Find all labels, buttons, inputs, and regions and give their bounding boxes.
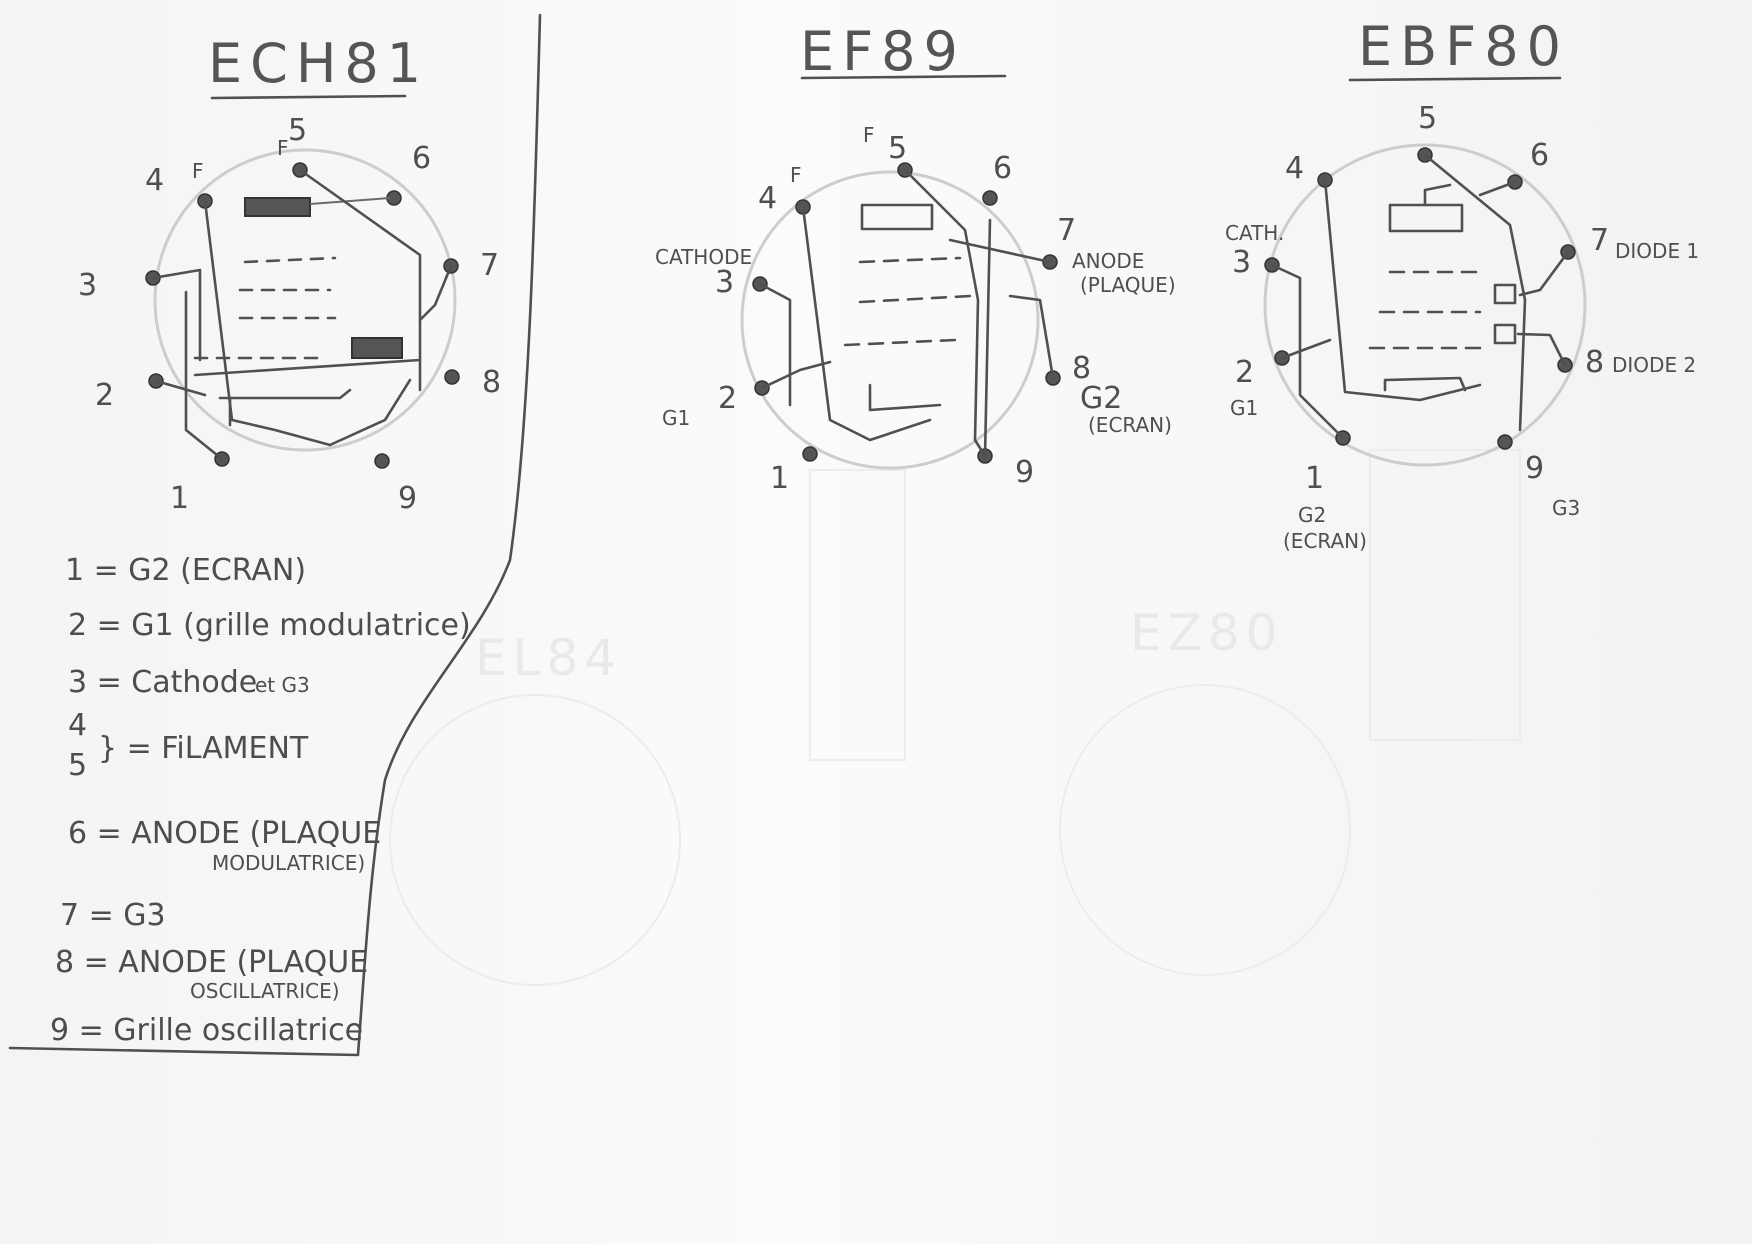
legend-pin-7: 7 = G3 [60,898,166,933]
ebf80-tube: EBF80 1 G2 (ECRAN) 2 G1 3 CATH. 4 5 6 7 … [1225,15,1699,553]
legend-pin-1: 1 = G2 (ECRAN) [65,553,306,588]
ebf80-pin-5: 5 [1418,101,1437,136]
ebf80-base-ring [1263,143,1587,467]
ef89-tube: EF89 1 2 G1 3 CATHODE 4 F F 5 6 7 ANODE … [655,20,1176,496]
ef89-g2: G2 [1080,381,1122,416]
bleed-through: EL84 EZ80 [389,449,1521,986]
ef89-title: EF89 [800,20,966,83]
legend-filament: } = FiLAMENT [98,731,309,766]
ef89-pin-1: 1 [770,461,789,496]
legend-pin-3: 3 = Cathode [68,665,257,700]
ech81-base-ring [153,148,457,452]
ech81-pin-4: 4 [145,163,164,198]
ebf80-pin-8: 8 [1585,345,1604,380]
ef89-pin-4-f: F [790,163,802,187]
legend-pin-9: 9 = Grille oscillatrice [50,1013,363,1048]
ebf80-g1: G1 [1230,396,1258,420]
legend-pin-8: 8 = ANODE (PLAQUE [55,945,368,980]
ech81-tube: ECH81 1 2 3 4 F F 5 6 7 8 9 [50,32,501,1048]
ebf80-pin-9: 9 [1525,451,1544,486]
ebf80-pin-7: 7 [1590,223,1609,258]
ef89-pin-4: 4 [758,181,777,216]
ef89-pin-9: 9 [1015,455,1034,490]
ef89-title-underline [800,74,1007,80]
ebf80-ecran: (ECRAN) [1283,529,1367,553]
ef89-ecran: (ECRAN) [1088,413,1172,437]
ef89-electrodes [758,168,1055,458]
ech81-pin-5: 5 [288,113,307,148]
ef89-pin-8: 8 [1072,351,1091,386]
legend-pin-6-cont: MODULATRICE) [212,851,365,875]
ebf80-title-underline [1348,76,1562,82]
ghost-el84: EL84 [475,629,622,687]
section-border [8,13,542,1057]
ebf80-cath: CATH. [1225,221,1284,245]
ebf80-diode-1: DIODE 1 [1615,239,1699,263]
ech81-electrodes [151,168,453,461]
legend-pin-4: 4 [68,708,87,743]
legend-pin-5: 5 [68,748,87,783]
ef89-g1: G1 [662,406,690,430]
ebf80-title: EBF80 [1358,15,1569,78]
ef89-base-ring [740,170,1040,470]
ech81-pin-7: 7 [480,248,499,283]
ef89-plaque: (PLAQUE) [1080,273,1176,297]
ebf80-pin-6: 6 [1530,138,1549,173]
legend-pin-2: 2 = G1 (grille modulatrice) [68,608,471,643]
ech81-pin-9: 9 [398,481,417,516]
ebf80-electrodes [1270,153,1570,440]
ebf80-pin-3: 3 [1232,245,1251,280]
ef89-pin-7: 7 [1057,213,1076,248]
ebf80-pin-1: 1 [1305,461,1324,496]
ebf80-pin-2: 2 [1235,355,1254,390]
ef89-anode: ANODE [1072,249,1144,273]
ebf80-g3: G3 [1552,496,1580,520]
ech81-pin-4-f: F [192,159,204,183]
ebf80-pin-4: 4 [1285,151,1304,186]
ech81-title: ECH81 [208,32,429,95]
ghost-ez80: EZ80 [1130,604,1283,662]
ech81-pin-8: 8 [482,365,501,400]
ef89-cathode: CATHODE [655,245,752,269]
ef89-pin-2: 2 [718,381,737,416]
legend-pin-6: 6 = ANODE (PLAQUE [68,816,381,851]
ef89-pin-6: 6 [993,151,1012,186]
ech81-pin-5-f: F [277,136,289,160]
ech81-pin-3: 3 [78,268,97,303]
ech81-pin-2: 2 [95,378,114,413]
ech81-pin-6: 6 [412,141,431,176]
ebf80-g2: G2 [1298,503,1326,527]
legend-pin-8-cont: OSCILLATRICE) [190,979,340,1003]
ef89-pin-5: 5 [888,131,907,166]
ech81-title-underline [210,94,407,100]
ech81-legend: 1 = G2 (ECRAN) 2 = G1 (grille modulatric… [50,553,471,1048]
ech81-pin-1: 1 [170,481,189,516]
ef89-pin-3: 3 [715,265,734,300]
ebf80-diode-2: DIODE 2 [1612,353,1696,377]
ef89-pins [752,162,1061,464]
ef89-pin-5-f: F [863,123,875,147]
legend-pin-3-erased: et G3 [255,673,310,697]
